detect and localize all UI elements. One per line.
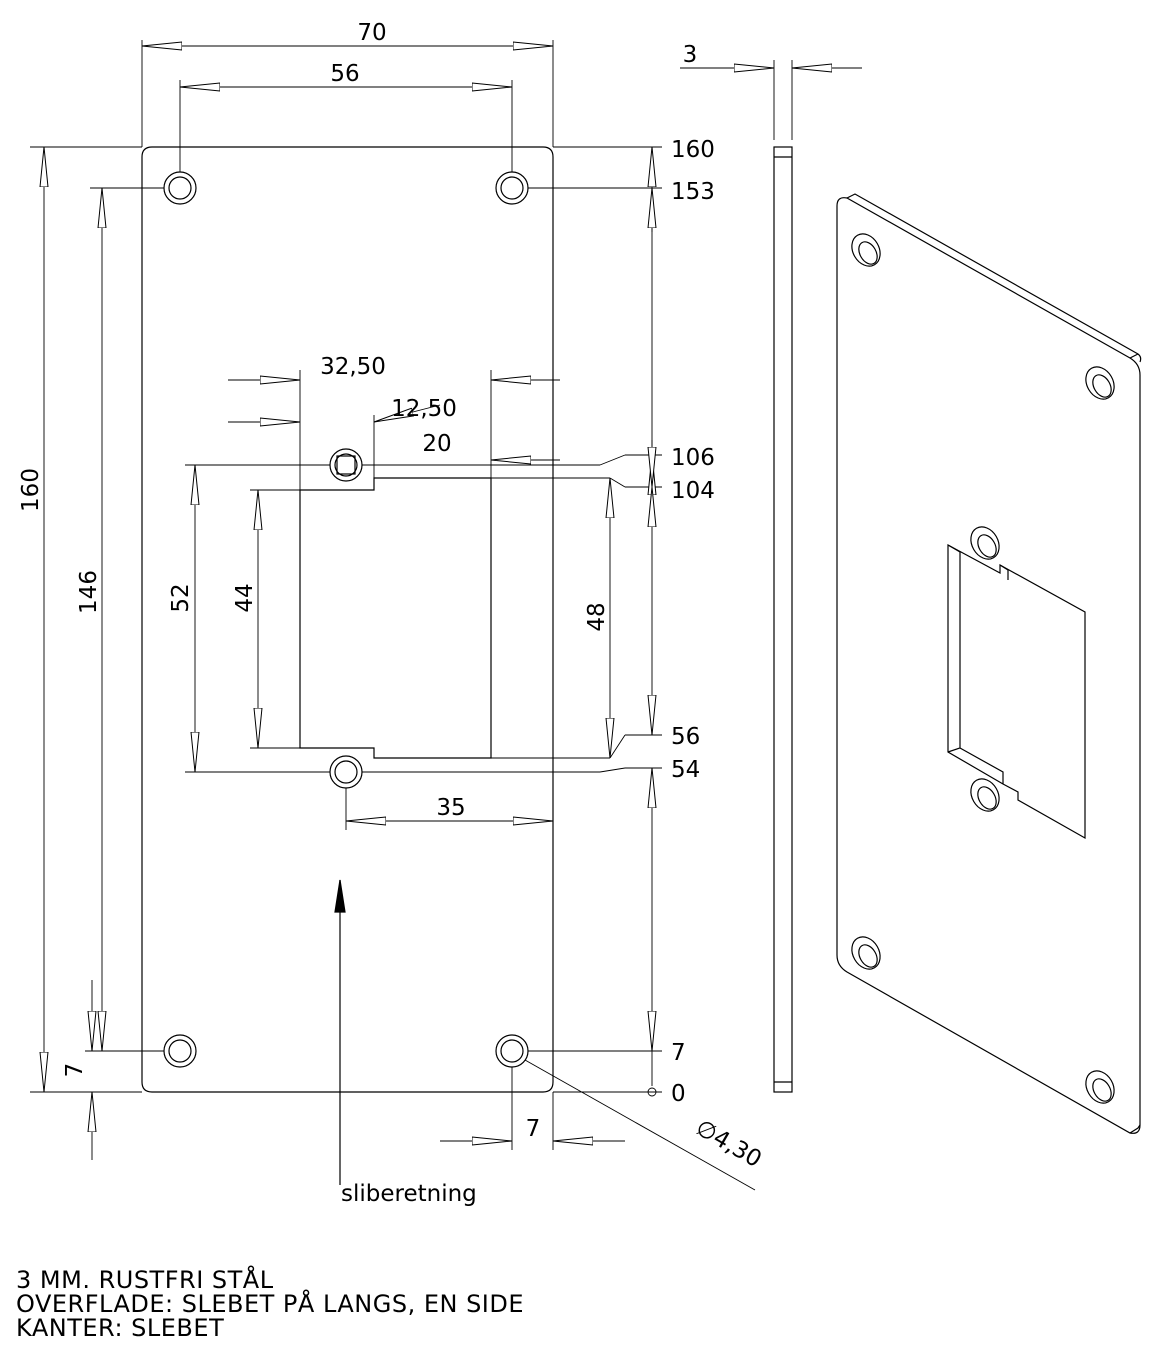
dim-70: 70 <box>357 20 386 46</box>
grain-direction-label: sliberetning <box>341 1181 477 1207</box>
dim-3: 3 <box>683 42 698 68</box>
dim-20: 20 <box>422 431 451 457</box>
side-profile <box>773 146 793 1093</box>
dim-160-vertical: 160 <box>18 468 44 512</box>
cutout-outline <box>299 477 492 759</box>
note-material: 3 MM. RUSTFRI STÅL <box>16 1266 274 1294</box>
mounting-hole <box>163 1034 197 1068</box>
ordinate-153: 153 <box>671 179 715 205</box>
dim-48: 48 <box>584 602 610 631</box>
isometric-view <box>836 193 1142 1134</box>
ordinate-0: 0 <box>671 1081 686 1107</box>
ordinate-106: 106 <box>671 445 715 471</box>
ordinate-7: 7 <box>671 1040 686 1066</box>
note-surface: OVERFLADE: SLEBET PÅ LANGS, EN SIDE <box>16 1290 525 1318</box>
dimension-labels: 70 56 32,50 12,50 20 35 7 3 160 146 7 52… <box>18 20 766 1207</box>
plate-outline <box>141 146 554 1093</box>
iso-hole <box>851 233 881 267</box>
dim-12-50: 12,50 <box>391 396 457 422</box>
front-view <box>30 40 756 1191</box>
dim-hole-diameter: ∅4,30 <box>691 1115 766 1173</box>
iso-hole <box>970 778 1000 812</box>
dim-32-50: 32,50 <box>320 354 386 380</box>
mounting-hole <box>163 171 197 205</box>
iso-hole <box>851 936 881 970</box>
dim-56: 56 <box>330 61 359 87</box>
ordinate-54: 54 <box>671 757 700 783</box>
iso-hole <box>970 526 1000 560</box>
iso-hole <box>1085 366 1115 400</box>
dim-7-left: 7 <box>62 1063 88 1078</box>
ordinate-56: 56 <box>671 724 700 750</box>
ordinate-160: 160 <box>671 137 715 163</box>
mounting-hole <box>495 171 529 205</box>
iso-hole <box>1085 1070 1115 1104</box>
note-edges: KANTER: SLEBET <box>16 1314 225 1342</box>
cutout-hole <box>329 755 363 789</box>
dim-35: 35 <box>436 795 465 821</box>
grain-direction-arrow <box>334 879 346 913</box>
mounting-hole <box>495 1034 529 1068</box>
dim-52: 52 <box>168 583 194 612</box>
material-notes: 3 MM. RUSTFRI STÅL OVERFLADE: SLEBET PÅ … <box>16 1268 524 1340</box>
ordinate-104: 104 <box>671 478 715 504</box>
iso-cutout <box>947 543 1086 840</box>
dim-7-bottom: 7 <box>526 1116 541 1142</box>
cutout-hole <box>329 448 363 482</box>
dim-44: 44 <box>232 583 258 612</box>
side-view <box>680 60 862 1093</box>
dim-146: 146 <box>76 570 102 614</box>
